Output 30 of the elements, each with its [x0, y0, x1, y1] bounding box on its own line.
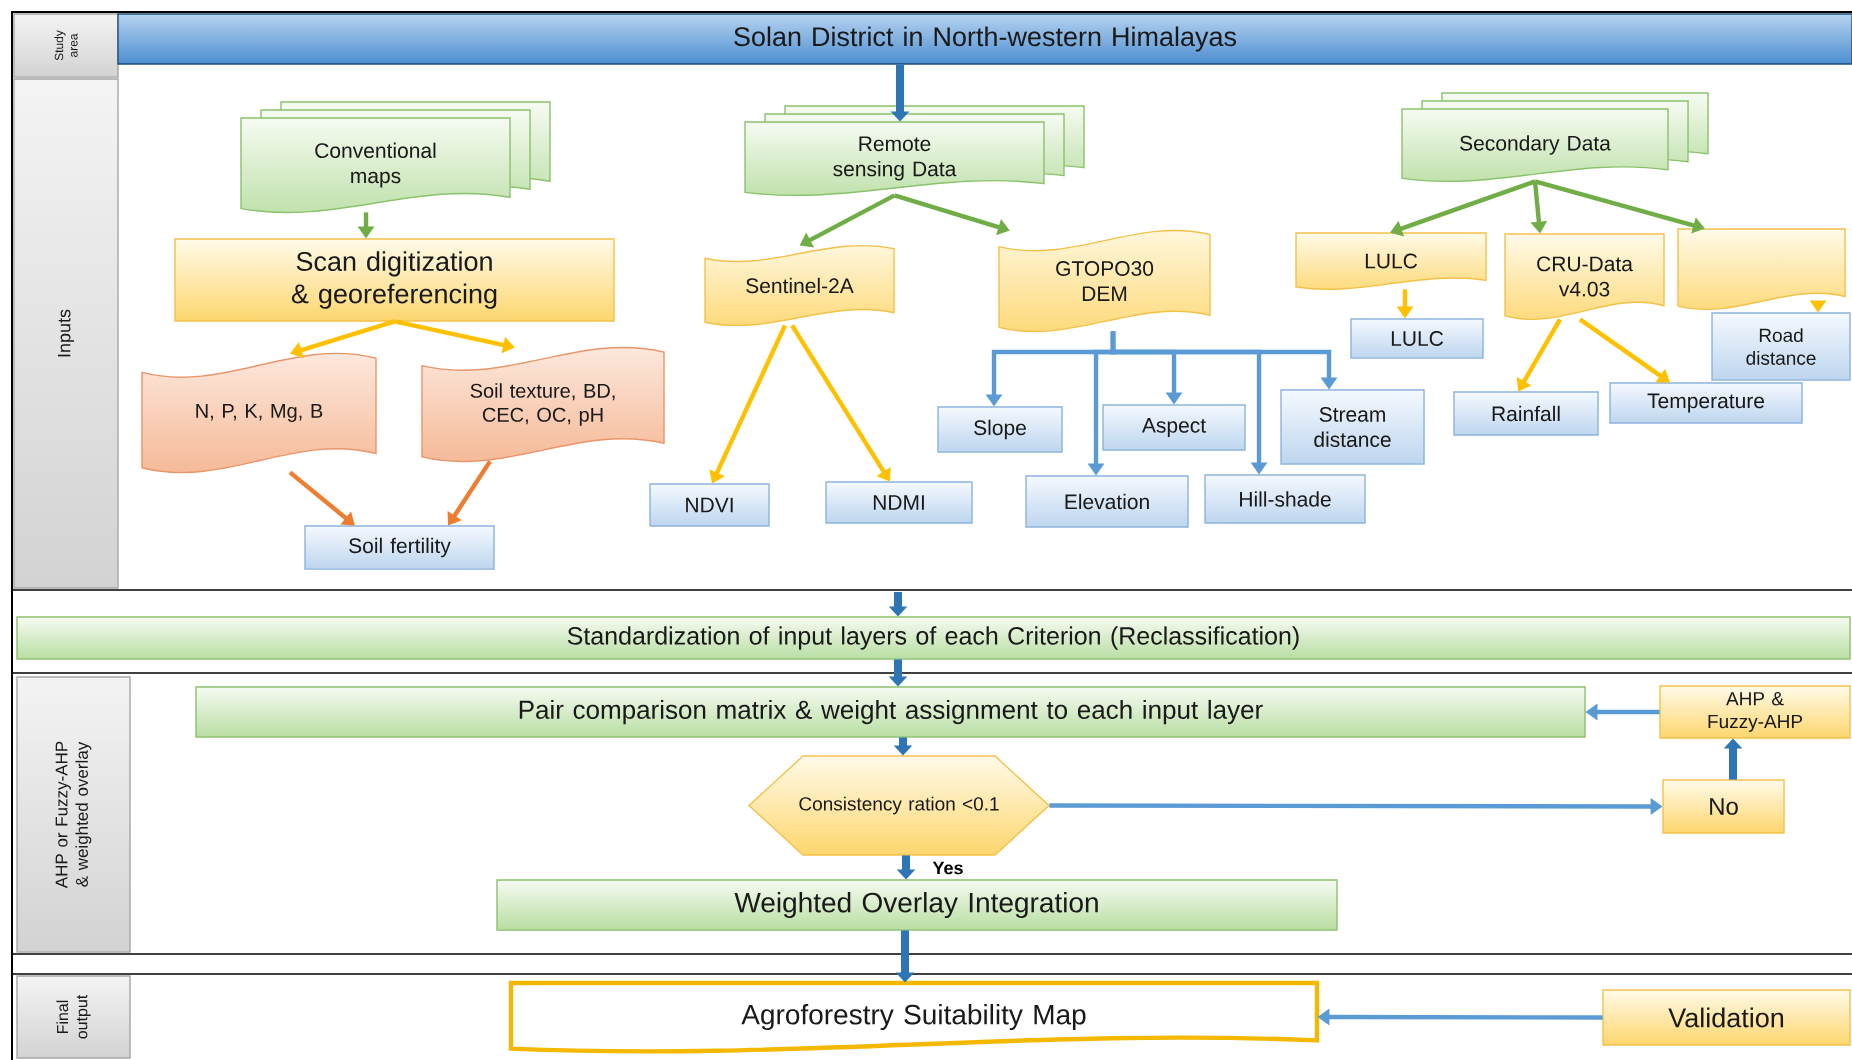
- process-band: Standardization of input layers of each Criterion (Reclassification): [16, 616, 1851, 660]
- process-box: Pair comparison matrix & weight assignment to each input layer: [195, 686, 1586, 738]
- arrow: [288, 470, 355, 526]
- data-box: Elevation: [1025, 475, 1189, 528]
- process-box: AHP & Fuzzy-AHP: [1659, 685, 1851, 739]
- stacked-document: Conventional maps: [240, 101, 551, 214]
- data-box: NDMI: [825, 481, 973, 524]
- process-box: No: [1662, 779, 1785, 834]
- output-document: Agroforestry Suitability Map: [508, 980, 1320, 1054]
- data-box: Hill-shade: [1204, 474, 1366, 524]
- stacked-document: Secondary Data: [1401, 92, 1709, 183]
- data-box: Rainfall: [1453, 391, 1599, 436]
- data-box: Soil fertility: [304, 525, 495, 570]
- data-box: Temperature: [1609, 382, 1803, 424]
- lane-label: AHP or Fuzzy-AHP & weighted overlay: [16, 676, 131, 953]
- process-box: Scan digitization & georeferencing: [174, 238, 615, 322]
- data-box: Road distance: [1711, 312, 1851, 381]
- lane-label: Final output: [16, 975, 131, 1059]
- process-box: Validation: [1602, 989, 1851, 1046]
- arrow: [1578, 317, 1670, 383]
- data-box: Aspect: [1102, 404, 1246, 451]
- process-box: Weighted Overlay Integration: [496, 879, 1338, 931]
- data-box: LULC: [1350, 318, 1484, 359]
- data-box: NDVI: [649, 483, 770, 527]
- lane-label: Study area: [13, 13, 119, 78]
- data-box: Stream distance: [1280, 389, 1425, 465]
- edge-label: Yes: [930, 859, 966, 877]
- document-shape: [1677, 228, 1846, 311]
- stacked-document: Remote sensing Data: [744, 105, 1085, 197]
- data-box: Slope: [937, 406, 1063, 453]
